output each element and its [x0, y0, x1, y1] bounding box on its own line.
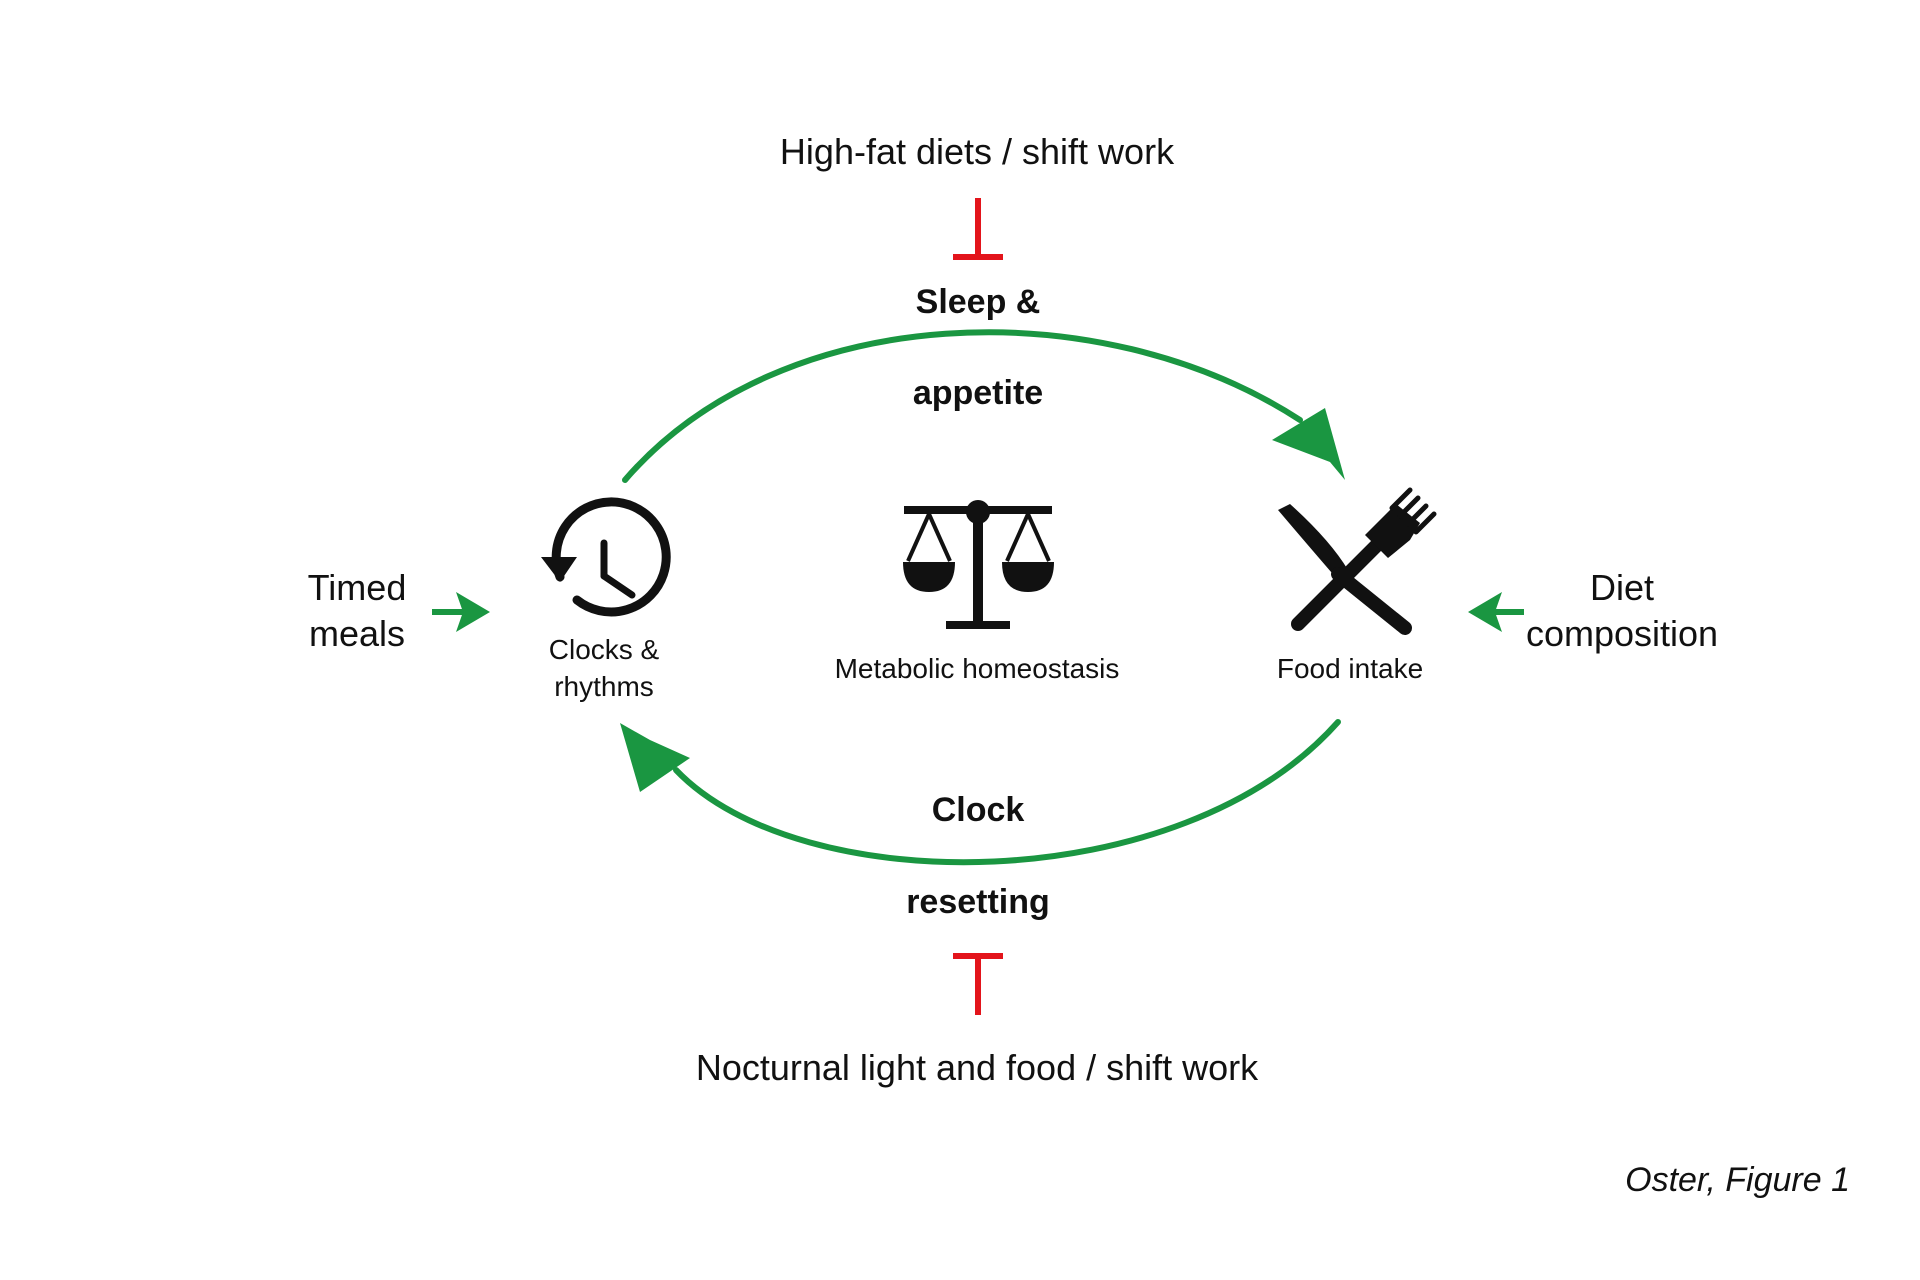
left-factor-line2: meals	[308, 613, 406, 654]
figure-caption: Oster, Figure 1	[1625, 1161, 1850, 1199]
food-node-label: Food intake	[1276, 653, 1424, 684]
balance-scale-icon	[903, 500, 1054, 629]
clock-history-icon	[541, 497, 671, 617]
bottom-arc-arrowhead	[620, 723, 690, 792]
top-arc-label-line2: appetite	[912, 374, 1044, 412]
top-arc-label-line1: Sleep &	[915, 283, 1041, 321]
center-node-label: Metabolic homeostasis	[834, 653, 1120, 684]
bottom-arc-label-line1: Clock	[931, 791, 1025, 829]
top-arc-arrowhead	[1272, 408, 1345, 480]
bottom-inhibition-marker	[953, 953, 1003, 1015]
clock-node-label-line1: Clocks &	[548, 634, 660, 665]
clock-node-label-line2: rhythms	[554, 671, 654, 702]
right-input-arrow	[1468, 592, 1524, 632]
left-factor-line1: Timed	[307, 567, 407, 608]
knife-fork-icon	[1278, 487, 1437, 635]
right-factor-line1: Diet	[1589, 567, 1655, 608]
top-inhibition-marker	[953, 198, 1003, 260]
top-arc	[622, 329, 1303, 483]
left-input-arrow	[432, 592, 490, 632]
top-factor-label: High-fat diets / shift work	[779, 131, 1175, 172]
bottom-factor-label: Nocturnal light and food / shift work	[695, 1047, 1259, 1088]
right-factor-line2: composition	[1525, 613, 1719, 654]
bottom-arc-label-line2: resetting	[906, 883, 1050, 921]
bottom-arc	[673, 719, 1341, 866]
